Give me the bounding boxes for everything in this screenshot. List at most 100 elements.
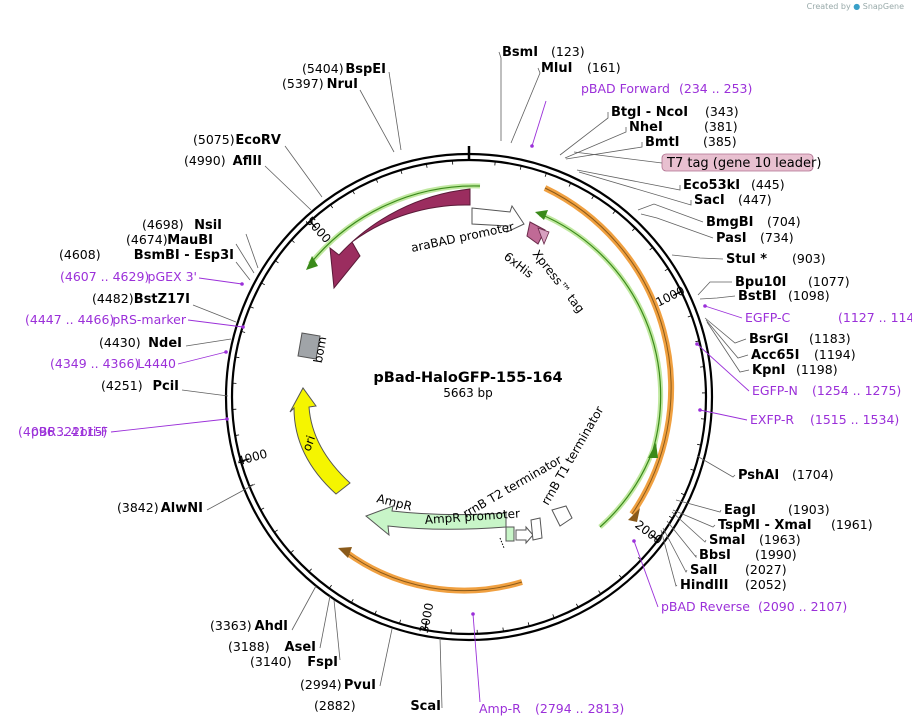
primer-leader (187, 319, 244, 328)
primer-range: (4447 .. 4466) (25, 312, 114, 327)
primer-site-mark (224, 350, 228, 354)
site-leader (578, 171, 692, 206)
site-position: (1903) (788, 502, 830, 517)
tick-mark (664, 268, 669, 272)
primer-site-mark (471, 612, 475, 616)
tick-mark (261, 282, 265, 286)
tick-mark (308, 568, 312, 573)
primer-leader (633, 540, 659, 608)
site-leader (576, 169, 681, 191)
site-leader (291, 585, 317, 631)
site-position: (704) (767, 214, 801, 229)
site-position: (5404) (302, 61, 344, 76)
tick-mark (527, 622, 530, 627)
primer-range: (1515 .. 1534) (810, 412, 899, 427)
site-name: PasI (716, 231, 747, 246)
site-name: KpnI (752, 363, 785, 378)
site-leader (675, 499, 722, 513)
site-leader (697, 281, 732, 296)
tick-mark (374, 610, 377, 615)
site-leader (192, 304, 237, 323)
site-name: HindIII (680, 578, 728, 593)
site-position: (3188) (228, 639, 270, 654)
site-position: (4698) (142, 217, 184, 232)
site-leader (666, 520, 697, 559)
green-arc-right-bottom-head (648, 443, 658, 458)
tick-mark (235, 434, 240, 436)
primer-leader (110, 418, 228, 433)
site-leader (264, 165, 312, 211)
site-position: (447) (738, 192, 772, 207)
bom-feature (297, 332, 321, 360)
site-position: (4482) (92, 291, 134, 306)
xpress-tag-label: Xpress™ tag (530, 247, 588, 315)
primer-leader (704, 305, 743, 319)
tick-mark (680, 492, 685, 496)
site-name: BspEI (345, 62, 386, 77)
site-name: ScaI (410, 699, 441, 714)
green-arc-left-line (309, 185, 481, 265)
site-leader (181, 389, 229, 397)
site-name: BstBI (738, 289, 777, 304)
t7-tag-label: T7 tag (gene 10 leader) (666, 156, 821, 171)
orange-arc-right-head (628, 508, 640, 522)
site-position: (1077) (808, 274, 850, 289)
site-leader (245, 233, 259, 269)
site-name: AflII (233, 154, 262, 169)
site-position: (161) (587, 60, 621, 75)
primer-name: EGFP-N (752, 383, 798, 398)
ampr-tail (505, 526, 515, 542)
site-position: (1194) (814, 347, 856, 362)
site-leader (510, 67, 541, 144)
green-arc-right-bottom-line (599, 449, 654, 528)
site-position: (903) (792, 251, 826, 266)
tick-mark (352, 190, 355, 195)
his-tag-feature (526, 221, 546, 245)
t7-tag-box (661, 153, 814, 172)
green-arc-left-head (306, 256, 318, 270)
site-name: NdeI (148, 336, 182, 351)
site-name: PciI (152, 379, 179, 394)
bom-label: bom (311, 336, 329, 365)
site-leader (498, 51, 502, 141)
site-leader (699, 295, 736, 300)
tick-mark (330, 204, 334, 209)
tick-mark (399, 619, 401, 624)
site-position: (3363) (210, 618, 252, 633)
credit-prefix: Created by (806, 2, 851, 11)
site-position: (2994) (300, 677, 342, 692)
green-arc-right-top-line (539, 213, 662, 451)
tick-mark (612, 210, 616, 214)
site-leader (660, 529, 678, 587)
plasmid-length: 5663 bp (443, 386, 493, 400)
site-leader (672, 509, 716, 528)
site-name: BtgI - NcoI (611, 105, 688, 120)
site-leader (705, 319, 749, 359)
primer-range: (1254 .. 1275) (812, 383, 901, 398)
plasmid-name: pBad-HaloGFP-155-164 (373, 370, 562, 386)
tick-mark (687, 315, 692, 318)
site-leader (662, 527, 688, 573)
orange-arc-right-line (544, 187, 672, 515)
site-name: BsmBI - Esp3I (134, 248, 234, 263)
tick-mark (424, 620, 428, 631)
site-leader (696, 455, 736, 478)
primer-leader (531, 100, 547, 147)
site-leader (706, 321, 750, 373)
site-position: (5075) (193, 132, 235, 147)
site-leader (637, 203, 704, 223)
primer-range: (1127 .. 1148) (838, 310, 912, 325)
tick-mark (697, 443, 702, 446)
site-name: NheI (629, 120, 663, 135)
orange-arc-bottom (344, 549, 523, 594)
tick-mark (672, 290, 682, 297)
tick-mark (375, 178, 379, 183)
tick-mark (309, 220, 317, 229)
tick-label: 2000 (632, 518, 665, 548)
ori-label: ori (300, 434, 318, 453)
primer-site-mark (241, 325, 245, 329)
site-leader (284, 145, 323, 198)
site-leader (319, 595, 331, 649)
tick-mark (291, 239, 295, 243)
